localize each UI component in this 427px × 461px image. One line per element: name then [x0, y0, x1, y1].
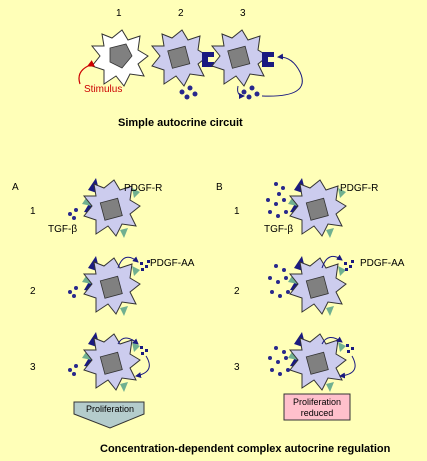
nucleus-icon	[227, 45, 251, 69]
panel-b-cell-2	[288, 256, 347, 316]
pdgfaa-label: PDGF-AA	[360, 258, 405, 269]
autocrine-loop-arrow	[261, 53, 303, 97]
panel-b: B 1 2 3 PDGF-R TGF-β	[216, 178, 405, 421]
panel-b-row-1: 1	[234, 206, 240, 217]
secreted-factor-dots	[179, 85, 198, 100]
tgfb-dots	[68, 364, 78, 376]
proliferation-reduced-box	[283, 393, 351, 421]
panel-a-label: A	[12, 182, 19, 193]
activated-cell	[151, 29, 214, 87]
panel-a-cell-3	[82, 332, 141, 392]
nucleus-icon	[167, 45, 191, 69]
tgfb-dots-high	[268, 346, 290, 376]
pdgfr-label: PDGF-R	[340, 183, 378, 194]
panel-a-cell-1	[82, 178, 141, 238]
panel-b-row-2: 2	[234, 286, 240, 297]
pdgfaa-label: PDGF-AA	[150, 258, 195, 269]
tgfb-dots-high	[266, 182, 288, 218]
autocrine-cell	[211, 29, 274, 87]
tgfb-label: TGF-β	[48, 224, 77, 235]
step-label-3: 3	[240, 8, 246, 19]
simple-autocrine-section: 1 2 3 Stimulus Simple autocrin	[78, 8, 303, 129]
simple-circuit-caption: Simple autocrine circuit	[118, 117, 243, 129]
panel-a-row-3: 3	[30, 362, 36, 373]
pdgfaa-squares	[344, 260, 354, 271]
secretion-arrow	[237, 85, 245, 99]
autocrine-loop-arrow	[135, 355, 150, 378]
complex-regulation-caption: Concentration-dependent complex autocrin…	[100, 443, 391, 455]
stimulus-arrow	[78, 60, 95, 85]
panel-b-row-3: 3	[234, 362, 240, 373]
receptor-icon	[202, 52, 214, 67]
pdgfaa-squares	[140, 346, 148, 355]
pdgfaa-squares	[346, 344, 354, 353]
pdgfaa-squares	[140, 260, 150, 271]
panel-b-cell-3	[288, 332, 347, 392]
proliferation-reduced-line2: reduced	[301, 408, 334, 418]
proliferation-reduced-line1: Proliferation	[293, 397, 341, 407]
pdgfr-label: PDGF-R	[124, 183, 162, 194]
panel-a-row-2: 2	[30, 286, 36, 297]
panel-b-label: B	[216, 182, 223, 193]
resting-cell	[91, 29, 149, 87]
panel-a-row-1: 1	[30, 206, 36, 217]
tgfb-dots	[68, 286, 78, 298]
proliferation-label: Proliferation	[86, 404, 134, 414]
tgf-receptor-icon	[82, 188, 140, 238]
step-label-1: 1	[116, 8, 122, 19]
tgfb-label: TGF-β	[264, 224, 293, 235]
tgfb-dots-high	[268, 264, 290, 298]
secreted-factor-dots	[241, 85, 260, 100]
step-label-2: 2	[178, 8, 184, 19]
panel-b-cell-1	[288, 178, 347, 238]
receptor-icon	[262, 52, 274, 67]
panel-a-cell-2	[82, 256, 141, 316]
stimulus-label: Stimulus	[84, 84, 122, 95]
panel-a: A 1 2 3 PDGF-R TGF-β PDGF-AA	[12, 178, 195, 429]
secretion-arrow	[117, 256, 139, 269]
nucleus-icon	[109, 43, 133, 69]
proliferation-arrow-box	[73, 401, 145, 429]
tgfb-dots	[68, 208, 78, 220]
